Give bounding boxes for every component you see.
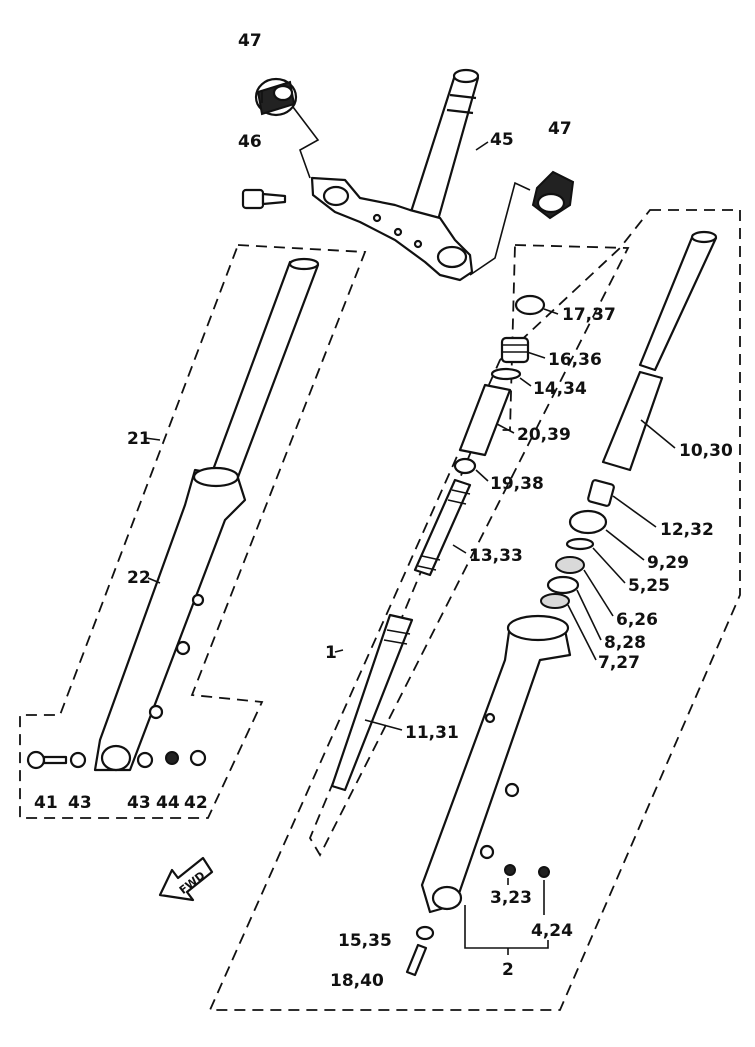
- callout-17-37: 17,37: [562, 305, 616, 325]
- callout-20-39: 20,39: [517, 425, 571, 445]
- left-outer-tube-22: [93, 466, 247, 772]
- callout-1: 1: [325, 643, 337, 663]
- washer-8-28: [546, 575, 580, 595]
- seal-7-27: [540, 593, 570, 609]
- bolt-18-40: [405, 943, 428, 977]
- callout-46: 46: [238, 132, 262, 152]
- washer-6-26: [555, 556, 585, 574]
- callout-45: 45: [490, 130, 514, 150]
- callout-43-right: 43: [127, 793, 151, 813]
- callout-41: 41: [34, 793, 58, 813]
- under-bracket: [310, 176, 474, 282]
- fork-spring-13-33: [413, 478, 472, 577]
- callout-19-38: 19,38: [490, 474, 544, 494]
- callout-5-25: 5,25: [628, 576, 670, 596]
- seat-19-38: [453, 457, 477, 475]
- left-inner-tube-21: [208, 257, 320, 487]
- callout-21: 21: [127, 429, 151, 449]
- cap-bolt-47: [254, 77, 298, 117]
- forward-arrow: FWD: [158, 856, 214, 902]
- damper-rod-11-31: [330, 613, 414, 792]
- callout-43-left: 43: [68, 793, 92, 813]
- clip-5-25: [565, 537, 595, 551]
- callout-7-27: 7,27: [598, 653, 640, 673]
- gasket-15-35: [415, 925, 435, 941]
- spacer-20-39: [458, 383, 512, 457]
- plug-3-23: [504, 864, 516, 876]
- callout-42: 42: [184, 793, 208, 813]
- cap-bolt-47-right: [531, 170, 575, 220]
- callout-4-24: 4,24: [531, 921, 573, 941]
- callout-18-40: 18,40: [330, 971, 384, 991]
- bolt-41: [26, 750, 68, 770]
- callout-22: 22: [127, 568, 151, 588]
- steering-stem-45: [408, 68, 480, 222]
- callout-3-23: 3,23: [490, 888, 532, 908]
- washer-43-right: [136, 751, 154, 769]
- callout-10-30: 10,30: [679, 441, 733, 461]
- callout-12-32: 12,32: [660, 520, 714, 540]
- callout-15-35: 15,35: [338, 931, 392, 951]
- plug-4-24: [538, 866, 550, 878]
- o-ring-14-34: [490, 367, 522, 381]
- callout-2: 2: [502, 960, 514, 980]
- spring-seat-16-36: [500, 336, 530, 364]
- right-fork-group-outline: [208, 209, 741, 1011]
- callout-9-29: 9,29: [647, 553, 689, 573]
- cap-17-37: [514, 294, 546, 316]
- bushing-12-32: [587, 479, 615, 507]
- callout-47-right: 47: [548, 119, 572, 139]
- callout-16-36: 16,36: [548, 350, 602, 370]
- callout-6-26: 6,26: [616, 610, 658, 630]
- callout-14-34: 14,34: [533, 379, 587, 399]
- oil-seal-9-29: [568, 509, 608, 535]
- callout-8-28: 8,28: [604, 633, 646, 653]
- inner-tube-10-30: [601, 230, 718, 472]
- washer-43-left: [69, 751, 87, 769]
- callout-47-left: 47: [238, 31, 262, 51]
- nut-44: [165, 751, 179, 765]
- cap-42: [189, 749, 207, 767]
- callout-11-31: 11,31: [405, 723, 459, 743]
- callout-13-33: 13,33: [469, 546, 523, 566]
- left-fork-group-outline: [19, 244, 367, 819]
- outer-tube-right: [420, 614, 572, 914]
- callout-44: 44: [156, 793, 180, 813]
- bolt-46: [241, 188, 287, 210]
